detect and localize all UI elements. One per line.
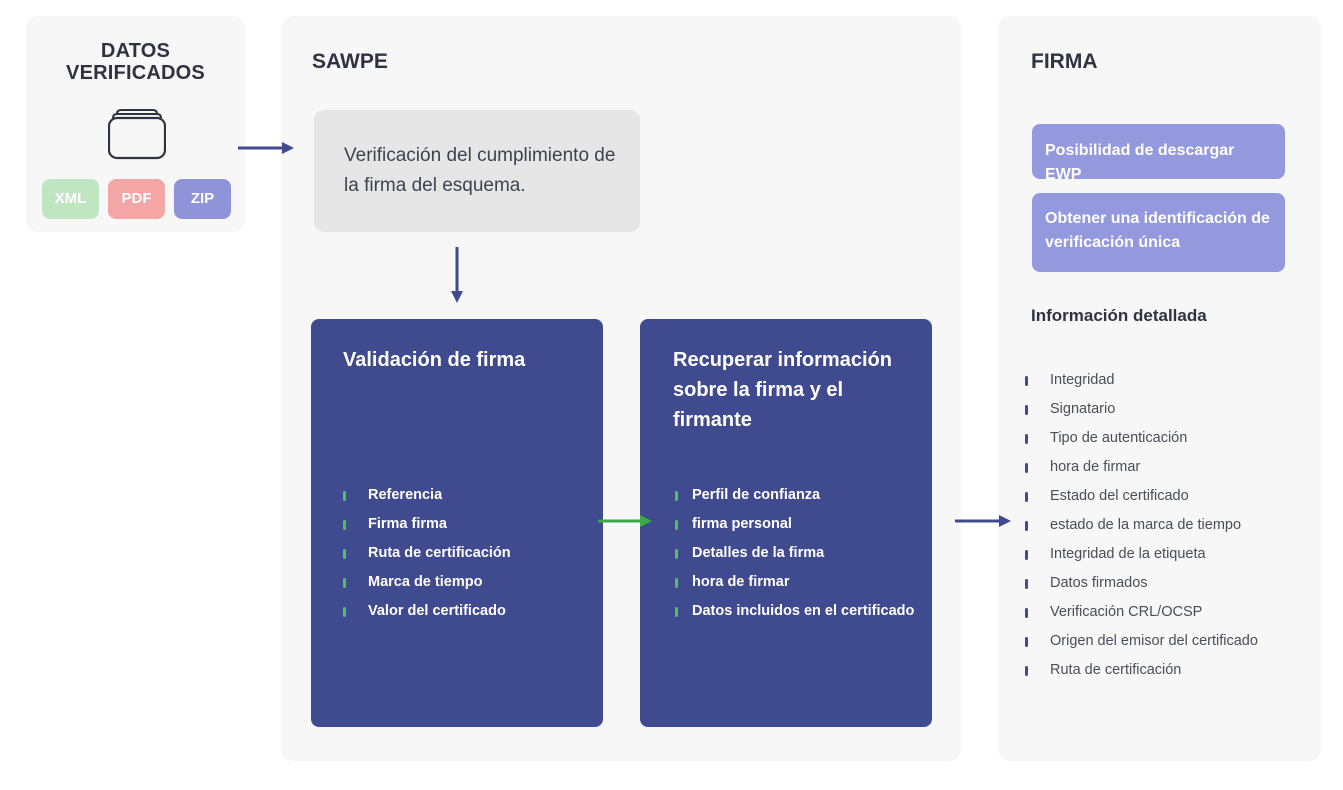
- bullet-icon: [675, 520, 678, 530]
- bullet-icon: [343, 578, 346, 588]
- list-item: Integridad de la etiqueta: [1025, 543, 1258, 572]
- bullet-icon: [1025, 492, 1028, 502]
- recuperar-list: Perfil de confianza firma personal Detal…: [675, 484, 914, 629]
- bullet-icon: [1025, 579, 1028, 589]
- bullet-icon: [675, 491, 678, 501]
- bullet-icon: [343, 607, 346, 617]
- list-item: Integridad: [1025, 369, 1258, 398]
- bullet-icon: [1025, 521, 1028, 531]
- list-item: Ruta de certificación: [1025, 659, 1258, 688]
- datos-verificados-panel: DATOS VERIFICADOS XML PDF ZIP: [26, 16, 245, 232]
- verification-box: Verificación del cumplimiento de la firm…: [314, 110, 640, 232]
- arrow-right-icon: [955, 515, 1011, 527]
- bullet-icon: [343, 549, 346, 559]
- list-item: Estado del certificado: [1025, 485, 1258, 514]
- bullet-icon: [1025, 666, 1028, 676]
- list-item: Ruta de certificación: [343, 542, 511, 571]
- bullet-icon: [1025, 608, 1028, 618]
- descargar-ewp-button[interactable]: Posibilidad de descargar EWP: [1032, 124, 1285, 183]
- bullet-icon: [1025, 434, 1028, 444]
- informacion-detallada-title: Información detallada: [1031, 306, 1207, 325]
- list-item: firma personal: [675, 513, 914, 542]
- list-item: Detalles de la firma: [675, 542, 914, 571]
- bullet-icon: [675, 549, 678, 559]
- list-item: Datos incluidos en el certificado: [675, 600, 914, 629]
- bullet-icon: [1025, 637, 1028, 647]
- zip-badge: ZIP: [174, 179, 231, 219]
- bullet-icon: [343, 520, 346, 530]
- firma-panel: FIRMA Posibilidad de descargar EWP Obten…: [998, 16, 1321, 761]
- list-item: Signatario: [1025, 398, 1258, 427]
- list-item: Firma firma: [343, 513, 511, 542]
- recuperar-informacion-title: Recuperar información sobre la firma y e…: [673, 349, 892, 431]
- list-item: hora de firmar: [1025, 456, 1258, 485]
- bullet-icon: [1025, 376, 1028, 386]
- sawpe-panel: SAWPE Verificación del cumplimiento de l…: [281, 16, 961, 761]
- arrow-down-icon: [451, 247, 463, 303]
- list-item: Verificación CRL/OCSP: [1025, 601, 1258, 630]
- list-item: Referencia: [343, 484, 511, 513]
- list-item: Perfil de confianza: [675, 484, 914, 513]
- bullet-icon: [343, 491, 346, 501]
- bullet-icon: [675, 607, 678, 617]
- bullet-icon: [1025, 550, 1028, 560]
- list-item: hora de firmar: [675, 571, 914, 600]
- bullet-icon: [1025, 463, 1028, 473]
- validacion-firma-title: Validación de firma: [343, 349, 526, 371]
- bullet-icon: [675, 578, 678, 588]
- validacion-firma-box: Validación de firma Referencia Firma fir…: [311, 319, 603, 727]
- folder-stack-icon: [108, 109, 166, 160]
- recuperar-informacion-box: Recuperar información sobre la firma y e…: [640, 319, 932, 727]
- list-item: estado de la marca de tiempo: [1025, 514, 1258, 543]
- arrow-right-icon: [598, 515, 652, 527]
- firma-title: FIRMA: [1031, 50, 1098, 73]
- datos-verificados-title: DATOS VERIFICADOS: [66, 40, 205, 84]
- list-item: Marca de tiempo: [343, 571, 511, 600]
- validacion-list: Referencia Firma firma Ruta de certifica…: [343, 484, 511, 629]
- arrow-right-icon: [238, 142, 294, 154]
- bullet-icon: [1025, 405, 1028, 415]
- list-item: Origen del emisor del certificado: [1025, 630, 1258, 659]
- list-item: Datos firmados: [1025, 572, 1258, 601]
- sawpe-title: SAWPE: [312, 50, 388, 73]
- informacion-detallada-list: Integridad Signatario Tipo de autenticac…: [1025, 369, 1258, 688]
- list-item: Tipo de autenticación: [1025, 427, 1258, 456]
- pdf-badge: PDF: [108, 179, 165, 219]
- xml-badge: XML: [42, 179, 99, 219]
- identificacion-unica-button[interactable]: Obtener una identificación de verificaci…: [1032, 193, 1285, 272]
- list-item: Valor del certificado: [343, 600, 511, 629]
